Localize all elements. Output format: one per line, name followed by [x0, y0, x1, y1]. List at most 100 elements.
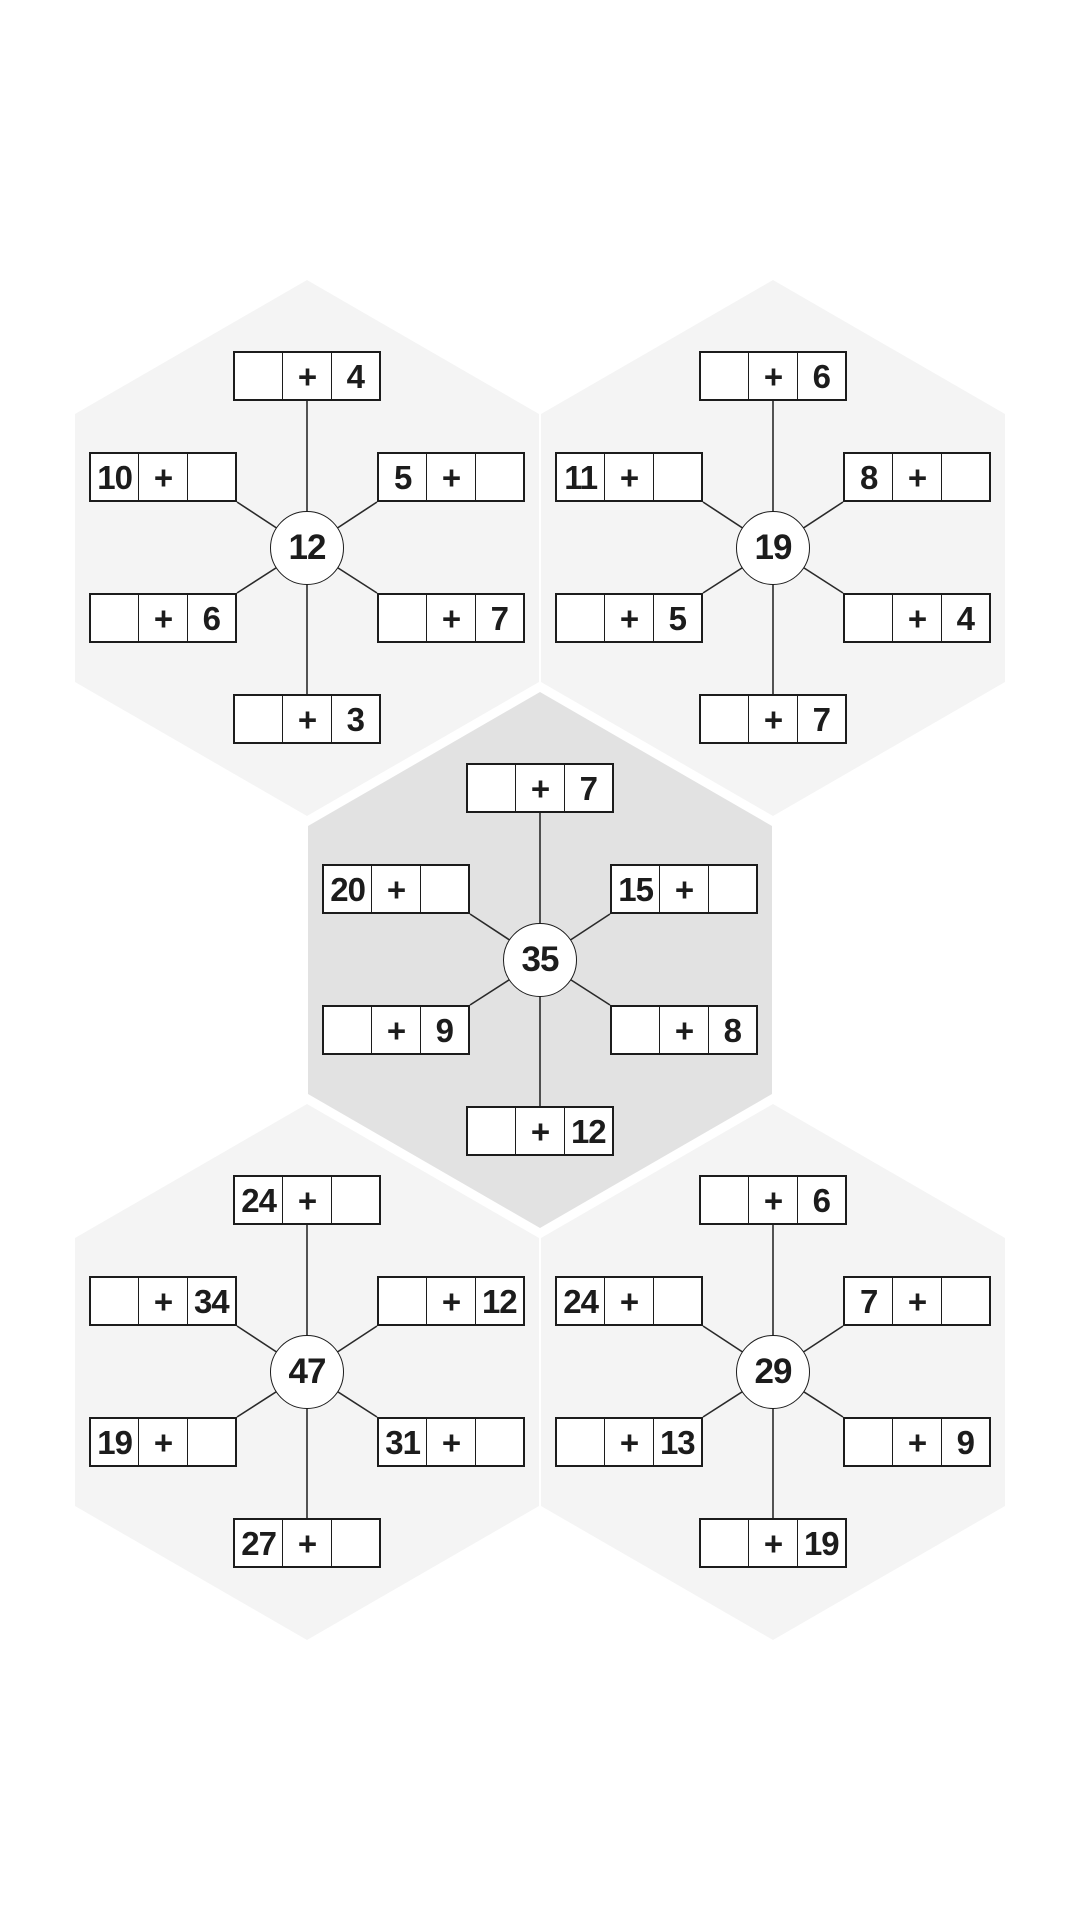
addition-box-right-lower: + 4: [843, 593, 991, 643]
answer-cell[interactable]: [186, 1419, 235, 1465]
operand-cell: 13: [652, 1419, 701, 1465]
operand-cell: 19: [796, 1520, 845, 1566]
addition-box-right-upper: 8 +: [843, 452, 991, 502]
addition-box-left-upper: + 34: [89, 1276, 237, 1326]
addition-box-top: + 6: [699, 1175, 847, 1225]
answer-cell[interactable]: [474, 1419, 523, 1465]
operand-cell: 5: [652, 595, 701, 641]
answer-cell[interactable]: [235, 353, 282, 399]
answer-cell[interactable]: [652, 454, 701, 500]
addition-box-right-upper: + 12: [377, 1276, 525, 1326]
plus-operator: +: [659, 1007, 707, 1053]
operand-cell: 3: [330, 696, 379, 742]
answer-cell[interactable]: [557, 1419, 604, 1465]
operand-cell: 11: [564, 458, 598, 496]
answer-cell[interactable]: [940, 454, 989, 500]
answer-cell[interactable]: [612, 1007, 659, 1053]
addition-box-right-upper: 7 +: [843, 1276, 991, 1326]
plus-operator: +: [426, 1419, 474, 1465]
operand-cell: 9: [419, 1007, 468, 1053]
operand-cell: 24: [563, 1282, 599, 1320]
operand-cell: 6: [186, 595, 235, 641]
answer-cell[interactable]: [845, 595, 892, 641]
answer-cell[interactable]: [379, 595, 426, 641]
hexagon-puzzle-1: + 4 10 + 5 + + 6 + 7 + 3 12: [75, 280, 539, 816]
sum-circle: 35: [503, 923, 577, 997]
plus-operator: +: [138, 595, 186, 641]
operand-cell: 4: [330, 353, 379, 399]
answer-cell[interactable]: [468, 765, 515, 811]
answer-cell[interactable]: [707, 866, 756, 912]
addition-box-right-lower: + 7: [377, 593, 525, 643]
addition-box-left-upper: 20 +: [322, 864, 470, 914]
sum-circle: 19: [736, 511, 810, 585]
answer-cell[interactable]: [330, 1520, 379, 1566]
operand-cell: 6: [796, 353, 845, 399]
addition-box-left-upper: 10 +: [89, 452, 237, 502]
addition-box-left-upper: 24 +: [555, 1276, 703, 1326]
operand-cell: 7: [859, 1282, 878, 1320]
plus-operator: +: [892, 1419, 940, 1465]
operand-cell: 10: [97, 458, 133, 496]
answer-cell[interactable]: [652, 1278, 701, 1324]
answer-cell[interactable]: [330, 1177, 379, 1223]
operand-cell: 19: [97, 1423, 133, 1461]
answer-cell[interactable]: [186, 454, 235, 500]
plus-operator: +: [426, 595, 474, 641]
addition-box-left-upper: 11 +: [555, 452, 703, 502]
plus-operator: +: [659, 866, 707, 912]
operand-cell: 12: [563, 1108, 612, 1154]
answer-cell[interactable]: [235, 696, 282, 742]
addition-box-right-lower: + 9: [843, 1417, 991, 1467]
operand-cell: 7: [563, 765, 612, 811]
plus-operator: +: [138, 1419, 186, 1465]
answer-cell[interactable]: [701, 1520, 748, 1566]
addition-box-bottom: + 12: [466, 1106, 614, 1156]
answer-cell[interactable]: [419, 866, 468, 912]
answer-cell[interactable]: [324, 1007, 371, 1053]
addition-box-left-lower: + 9: [322, 1005, 470, 1055]
operand-cell: 34: [186, 1278, 235, 1324]
operand-cell: 9: [940, 1419, 989, 1465]
addition-box-top: + 6: [699, 351, 847, 401]
addition-box-bottom: + 7: [699, 694, 847, 744]
plus-operator: +: [138, 1278, 186, 1324]
plus-operator: +: [748, 1520, 796, 1566]
answer-cell[interactable]: [845, 1419, 892, 1465]
plus-operator: +: [426, 1278, 474, 1324]
plus-operator: +: [371, 1007, 419, 1053]
answer-cell[interactable]: [940, 1278, 989, 1324]
answer-cell[interactable]: [379, 1278, 426, 1324]
operand-cell: 7: [796, 696, 845, 742]
answer-cell[interactable]: [557, 595, 604, 641]
operand-cell: 20: [330, 870, 366, 908]
addition-box-left-lower: + 5: [555, 593, 703, 643]
hexagon-puzzle-4: 24 + + 34 + 12 19 + 31 + 27 + 47: [75, 1104, 539, 1640]
addition-box-left-lower: + 13: [555, 1417, 703, 1467]
operand-cell: 8: [859, 458, 878, 496]
operand-cell: 27: [241, 1524, 277, 1562]
addition-box-right-lower: + 8: [610, 1005, 758, 1055]
addition-box-bottom: 27 +: [233, 1518, 381, 1568]
plus-operator: +: [515, 1108, 563, 1154]
addition-box-right-upper: 5 +: [377, 452, 525, 502]
plus-operator: +: [371, 866, 419, 912]
operand-cell: 12: [474, 1278, 523, 1324]
plus-operator: +: [282, 1177, 330, 1223]
plus-operator: +: [426, 454, 474, 500]
answer-cell[interactable]: [701, 1177, 748, 1223]
answer-cell[interactable]: [701, 353, 748, 399]
hexagon-puzzle-3: + 7 20 + 15 + + 9 + 8 + 12 35: [308, 692, 772, 1228]
plus-operator: +: [748, 353, 796, 399]
operand-cell: 24: [241, 1181, 277, 1219]
answer-cell[interactable]: [91, 1278, 138, 1324]
plus-operator: +: [282, 1520, 330, 1566]
answer-cell[interactable]: [474, 454, 523, 500]
plus-operator: +: [138, 454, 186, 500]
sum-circle: 12: [270, 511, 344, 585]
plus-operator: +: [282, 696, 330, 742]
answer-cell[interactable]: [91, 595, 138, 641]
addition-box-left-lower: 19 +: [89, 1417, 237, 1467]
sum-circle: 47: [270, 1335, 344, 1409]
